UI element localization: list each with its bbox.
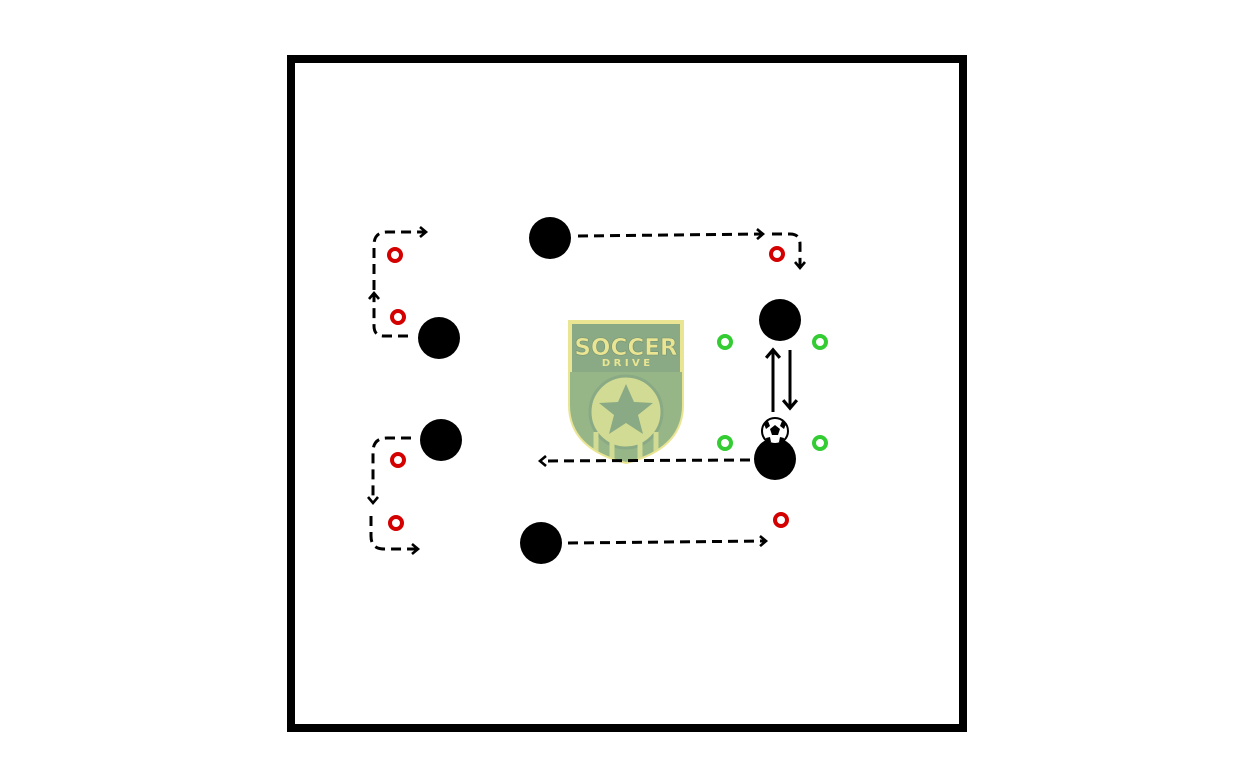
- player-marker-icon: [754, 438, 796, 480]
- cone-marker-icon: [717, 435, 733, 451]
- run-arrow-top-left-upper: [372, 226, 429, 290]
- pass-arrows: [773, 350, 790, 412]
- cone-marker-icon: [812, 334, 828, 350]
- run-arrow-top-left: [368, 290, 408, 338]
- run-paths: [367, 226, 806, 555]
- logo-word-soccer: SOCCER: [574, 335, 678, 361]
- run-arrow-bottom-left: [367, 436, 411, 506]
- cone-marker-icon: [717, 334, 733, 350]
- cone-marker-icon: [387, 247, 403, 263]
- cone-marker-icon: [769, 246, 785, 262]
- player-marker-icon: [529, 217, 571, 259]
- cone-marker-icon: [773, 512, 789, 528]
- players: [418, 217, 801, 564]
- player-marker-icon: [759, 299, 801, 341]
- player-marker-icon: [520, 522, 562, 564]
- run-arrow-bottom-left-lower: [369, 516, 421, 555]
- run-arrow-top-right-turn: [772, 232, 806, 271]
- player-marker-icon: [420, 419, 462, 461]
- run-arrow-bottom-right: [567, 535, 769, 548]
- player-marker-icon: [418, 317, 460, 359]
- cone-marker-icon: [812, 435, 828, 451]
- red-cones: [387, 246, 789, 531]
- soccer-ball-icon: [761, 417, 789, 445]
- cone-marker-icon: [388, 515, 404, 531]
- run-arrow-center-left: [537, 454, 751, 467]
- green-cones: [717, 334, 828, 451]
- soccer-drive-logo: SOCCER D R I V E: [568, 320, 684, 465]
- logo-word-drive: D R I V E: [602, 358, 650, 369]
- cone-marker-icon: [390, 452, 406, 468]
- field-boundary: [287, 55, 967, 732]
- cone-marker-icon: [390, 309, 406, 325]
- run-arrow-top-right: [577, 228, 766, 241]
